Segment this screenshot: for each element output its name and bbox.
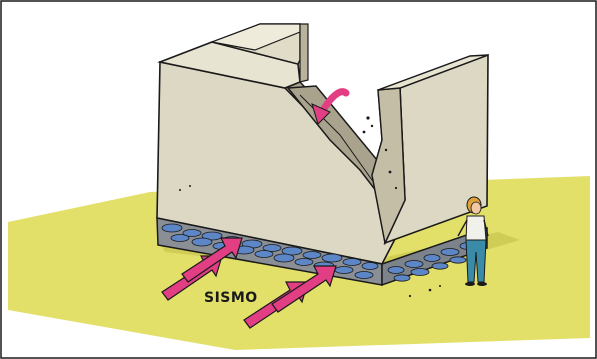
sismo-label: SISMO — [204, 290, 258, 306]
back-wall-side — [300, 24, 308, 82]
